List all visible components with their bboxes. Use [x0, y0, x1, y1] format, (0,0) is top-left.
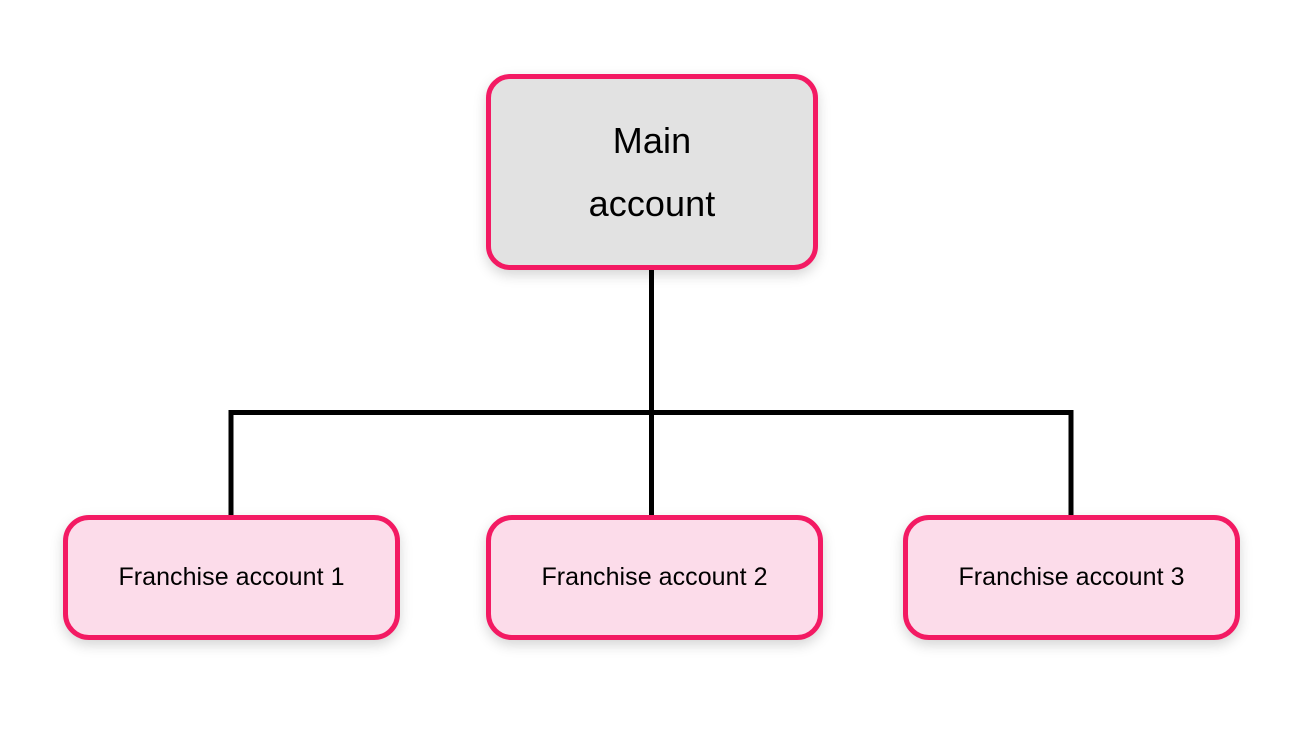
- node-franchise-account-1[interactable]: Franchise account 1: [63, 515, 400, 640]
- node-main-account-label: Main account: [588, 120, 716, 224]
- node-franchise-account-2[interactable]: Franchise account 2: [486, 515, 823, 640]
- node-franchise-account-2-label: Franchise account 2: [541, 563, 768, 592]
- node-franchise-account-3[interactable]: Franchise account 3: [903, 515, 1240, 640]
- node-franchise-account-3-label: Franchise account 3: [958, 563, 1185, 592]
- node-franchise-account-1-label: Franchise account 1: [118, 563, 345, 592]
- node-main-account[interactable]: Main account: [486, 74, 818, 270]
